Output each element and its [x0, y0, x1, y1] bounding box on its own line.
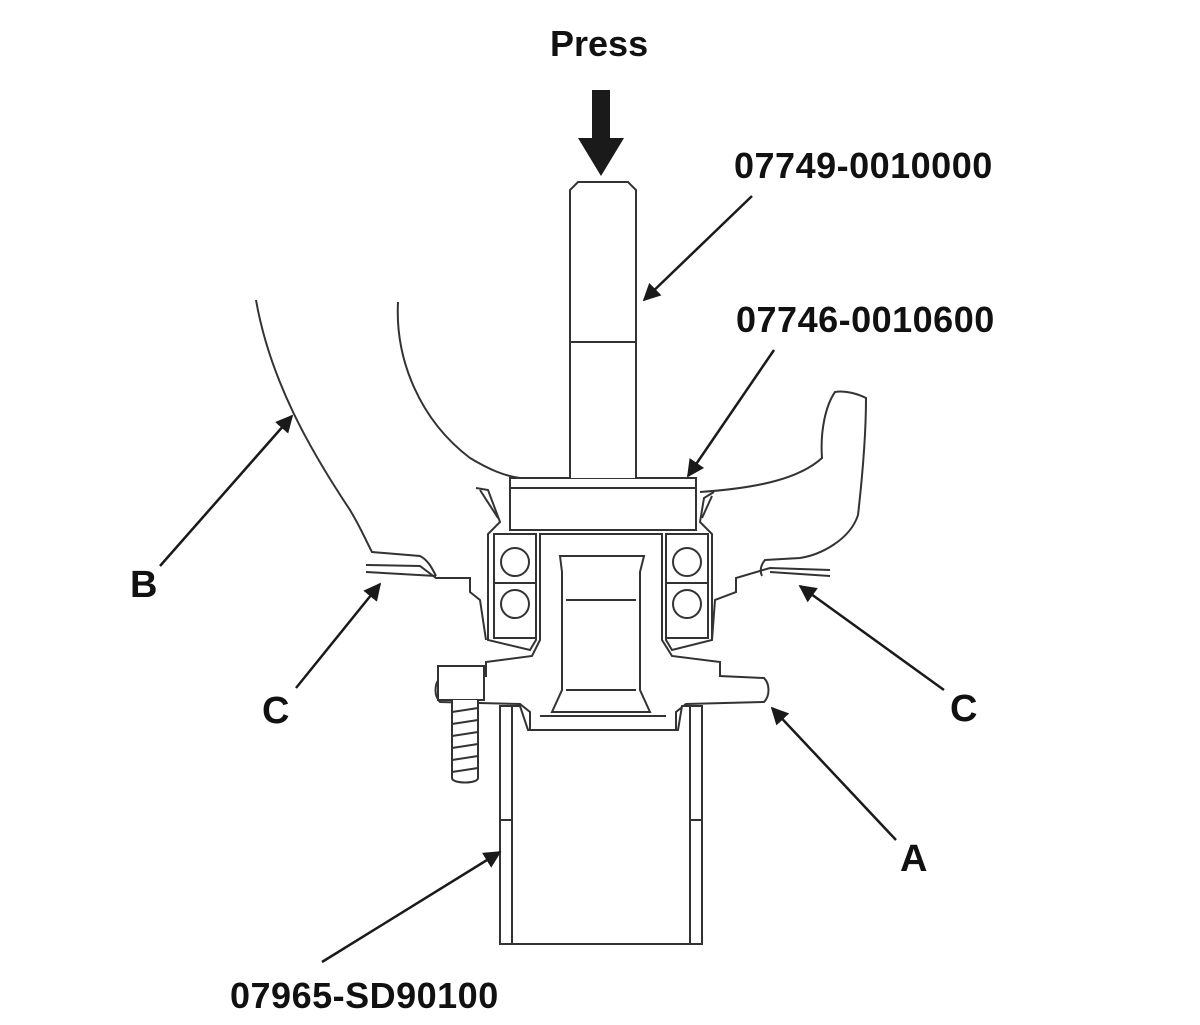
bearing-housing — [475, 487, 715, 652]
leader-support-tool — [321, 850, 502, 964]
press-label: Press — [550, 23, 649, 64]
knuckle — [255, 299, 868, 641]
bearing-right — [665, 533, 709, 639]
support-tool — [499, 705, 703, 945]
leader-hub — [770, 706, 897, 841]
splash-guard-left-label: C — [262, 690, 290, 732]
driver-attachment-label: 07749-0010000 — [734, 145, 993, 186]
knuckle-label: B — [130, 564, 158, 606]
leader-knuckle — [159, 414, 294, 567]
press-arrow-icon — [578, 90, 624, 176]
bearing-left — [493, 533, 537, 639]
leader-splash-guard-right — [798, 584, 945, 692]
leader-lines — [159, 195, 945, 964]
hub-label: A — [900, 838, 928, 880]
support-tool-label: 07965-SD90100 — [230, 975, 499, 1016]
leader-driver — [686, 349, 776, 478]
leader-driver-attachment — [642, 195, 753, 302]
driver-attachment-tool — [569, 181, 637, 478]
driver-tool — [509, 477, 697, 531]
leader-splash-guard-left — [295, 582, 382, 689]
wheel-stud — [437, 665, 485, 784]
splash-guard-right-label: C — [950, 688, 978, 730]
driver-label: 07746-0010600 — [736, 299, 995, 340]
